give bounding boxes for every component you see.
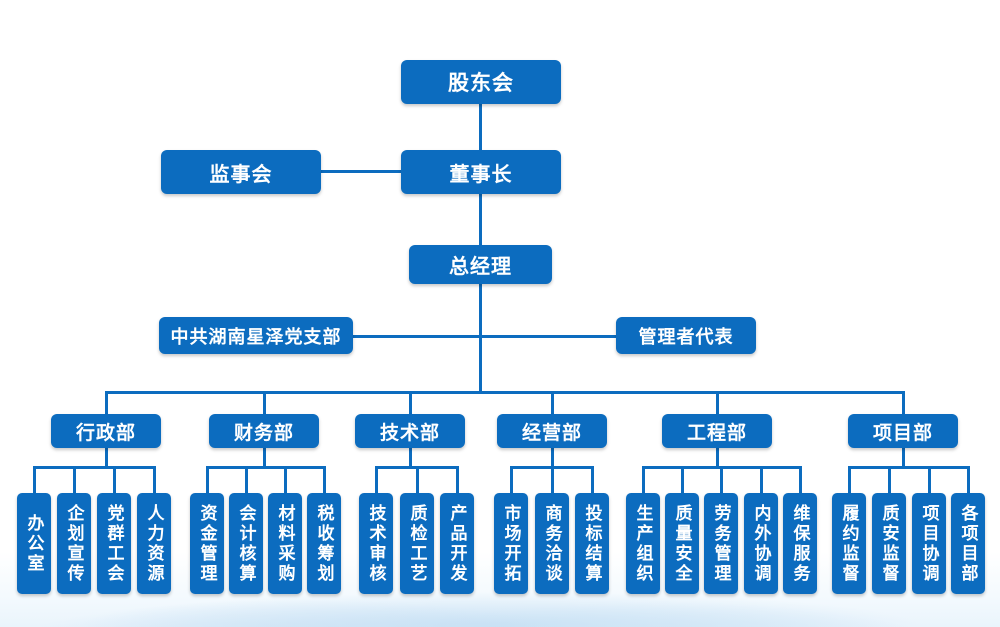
connector-leaf-drop-6-3	[928, 466, 931, 494]
connector-leaf-drop-5-4	[760, 466, 763, 494]
connector-leaf-drop-3-2	[416, 466, 419, 494]
node-department-technology[interactable]: 技术部	[355, 414, 465, 448]
connector-drop-dept-5	[716, 391, 719, 415]
connector-chairman-to-gm	[479, 194, 482, 245]
connector-drop-dept-4	[551, 391, 554, 415]
connector-dept5-stem	[716, 448, 719, 467]
node-department-engineering[interactable]: 工程部	[662, 414, 772, 448]
node-unit-labor-management[interactable]: 劳务管理	[704, 493, 738, 594]
connector-drop-dept-6	[902, 391, 905, 415]
connector-party-branch	[352, 335, 480, 338]
connector-leaf-drop-1-3	[113, 466, 116, 494]
connector-leaf-drop-1-4	[153, 466, 156, 494]
connector-leaf-drop-2-1	[206, 466, 209, 494]
connector-leaf-drop-4-2	[551, 466, 554, 494]
node-unit-quality-inspection-process[interactable]: 质检工艺	[400, 493, 434, 594]
node-unit-contract-supervision[interactable]: 履约监督	[832, 493, 866, 594]
connector-leaf-drop-3-3	[456, 466, 459, 494]
node-unit-quality-safety[interactable]: 质量安全	[665, 493, 699, 594]
connector-leaf-drop-1-1	[33, 466, 36, 494]
connector-leaf-drop-2-2	[245, 466, 248, 494]
node-unit-party-union[interactable]: 党群工会	[97, 493, 131, 594]
connector-leaf-drop-6-4	[967, 466, 970, 494]
node-unit-business-negotiation[interactable]: 商务洽谈	[535, 493, 569, 594]
connector-dept3-stem	[409, 448, 412, 467]
connector-dept6-stem	[902, 448, 905, 467]
node-unit-market-development[interactable]: 市场开拓	[494, 493, 528, 594]
connector-shareholders-to-chairman	[479, 103, 482, 150]
connector-dept6-bus	[848, 466, 968, 469]
connector-mgmt-rep	[479, 335, 617, 338]
node-unit-technical-review[interactable]: 技术审核	[359, 493, 393, 594]
node-party-branch[interactable]: 中共湖南星泽党支部	[159, 317, 353, 354]
connector-leaf-drop-5-2	[681, 466, 684, 494]
connector-leaf-drop-4-3	[591, 466, 594, 494]
node-unit-material-purchasing[interactable]: 材料采购	[268, 493, 302, 594]
connector-leaf-drop-6-2	[888, 466, 891, 494]
connector-leaf-drop-2-3	[284, 466, 287, 494]
node-chairman[interactable]: 董事长	[401, 150, 561, 194]
node-unit-human-resources[interactable]: 人力资源	[137, 493, 171, 594]
node-management-representative[interactable]: 管理者代表	[616, 317, 756, 354]
node-department-operations[interactable]: 经营部	[497, 414, 607, 448]
node-shareholders-meeting[interactable]: 股东会	[401, 60, 561, 104]
connector-dept4-stem	[551, 448, 554, 467]
node-unit-quality-safety-supervision[interactable]: 质安监督	[872, 493, 906, 594]
node-unit-office[interactable]: 办公室	[17, 493, 51, 594]
connector-gm-trunk	[479, 283, 482, 393]
connector-drop-dept-1	[105, 391, 108, 415]
connector-leaf-drop-2-4	[323, 466, 326, 494]
node-unit-project-teams[interactable]: 各项目部	[951, 493, 985, 594]
connector-leaf-drop-5-1	[642, 466, 645, 494]
node-board-of-supervisors[interactable]: 监事会	[161, 150, 321, 194]
connector-dept1-stem	[105, 448, 108, 467]
node-department-finance[interactable]: 财务部	[209, 414, 319, 448]
node-unit-accounting[interactable]: 会计核算	[229, 493, 263, 594]
node-unit-production-organization[interactable]: 生产组织	[626, 493, 660, 594]
node-unit-tax-planning[interactable]: 税收筹划	[307, 493, 341, 594]
connector-leaf-drop-5-3	[720, 466, 723, 494]
connector-leaf-drop-6-1	[848, 466, 851, 494]
node-department-projects[interactable]: 项目部	[848, 414, 958, 448]
connector-dept1-bus	[33, 466, 154, 469]
node-unit-maintenance-service[interactable]: 维保服务	[783, 493, 817, 594]
connector-dept2-stem	[263, 448, 266, 467]
node-unit-product-development[interactable]: 产品开发	[440, 493, 474, 594]
connector-department-bus	[106, 391, 904, 394]
connector-drop-dept-2	[263, 391, 266, 415]
connector-leaf-drop-5-5	[799, 466, 802, 494]
node-department-administration[interactable]: 行政部	[51, 414, 161, 448]
node-unit-bidding-settlement[interactable]: 投标结算	[575, 493, 609, 594]
connector-drop-dept-3	[409, 391, 412, 415]
connector-leaf-drop-4-1	[510, 466, 513, 494]
connector-supervisors-to-chairman	[321, 170, 401, 173]
connector-leaf-drop-1-2	[73, 466, 76, 494]
connector-leaf-drop-3-1	[375, 466, 378, 494]
node-unit-internal-external-coordination[interactable]: 内外协调	[744, 493, 778, 594]
connector-dept2-bus	[206, 466, 324, 469]
node-general-manager[interactable]: 总经理	[409, 245, 552, 284]
node-unit-project-coordination[interactable]: 项目协调	[912, 493, 946, 594]
node-unit-planning-publicity[interactable]: 企划宣传	[57, 493, 91, 594]
node-unit-fund-management[interactable]: 资金管理	[190, 493, 224, 594]
